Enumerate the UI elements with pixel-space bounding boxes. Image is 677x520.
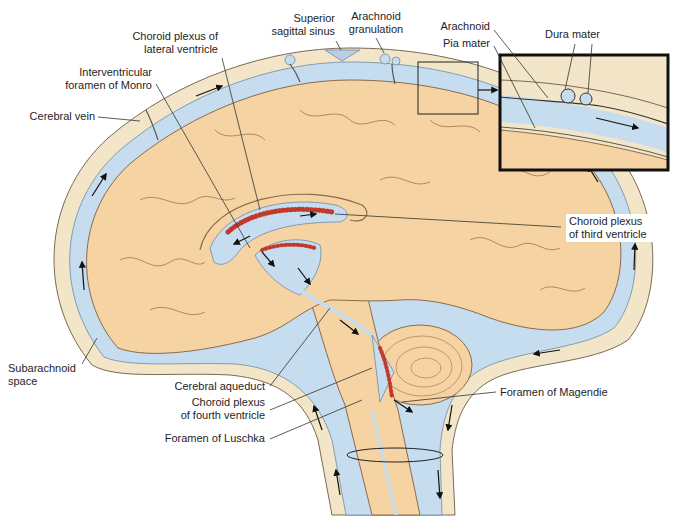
anatomy-label: Choroid plexus of fourth ventricle — [150, 396, 265, 422]
illustration-part — [494, 46, 535, 128]
anatomy-label: Subarachnoid space — [8, 362, 82, 388]
choroid-plexus — [262, 245, 315, 250]
illustration-part — [382, 336, 462, 396]
cord-ring — [347, 448, 443, 462]
illustration-part — [336, 41, 341, 50]
illustration-part — [262, 252, 274, 266]
illustration-part — [314, 406, 322, 430]
illustration-part — [270, 308, 330, 386]
granulation — [392, 57, 400, 65]
anatomy-label: Pia mater — [432, 37, 490, 50]
illustration-part — [634, 244, 635, 270]
illustration-part — [500, 80, 668, 108]
anatomy-label: Dura mater — [545, 28, 615, 41]
illustration-part — [336, 470, 340, 495]
anatomy-label: Arachnoid — [432, 20, 490, 33]
inset-locator — [418, 62, 478, 114]
illustration-part — [98, 117, 140, 121]
illustration-part — [376, 38, 384, 53]
anatomy-label: Interventricular foramen of Monro — [40, 66, 152, 92]
illustration-part — [494, 30, 548, 98]
third-ventricle — [255, 240, 321, 295]
illustration-part — [335, 214, 561, 227]
illustration-part — [300, 214, 316, 216]
cerebral-veins — [146, 64, 395, 140]
illustration-part — [92, 174, 106, 196]
sagittal-sinus — [325, 50, 360, 61]
illustration-part — [150, 307, 205, 314]
illustration-part — [588, 44, 592, 93]
anatomy-label: Choroid plexus of third ventricle — [566, 214, 668, 242]
leader-lines — [82, 30, 592, 439]
fourth-ventricle — [372, 335, 394, 402]
illustration-part — [500, 127, 668, 157]
illustration-part — [270, 368, 372, 410]
granulation — [285, 55, 295, 65]
anatomy-label: Superior sagittal sinus — [250, 12, 335, 38]
illustration-part — [300, 110, 395, 125]
illustration-part — [596, 118, 638, 128]
anatomy-label: Arachnoid granulation — [343, 10, 409, 36]
illustration-part — [270, 400, 362, 439]
illustration-part — [146, 110, 158, 140]
illustration-part — [430, 120, 480, 132]
granulation — [380, 54, 390, 64]
illustration-part — [565, 44, 575, 90]
choroid-plexus — [228, 209, 332, 232]
illustration-part — [82, 262, 84, 290]
illustration-part — [290, 64, 300, 82]
illustration-part — [380, 177, 430, 184]
anatomy-label: Choroid plexus of lateral ventricle — [118, 30, 218, 56]
illustration-part — [340, 320, 358, 334]
cerebellum-folia — [382, 336, 462, 396]
illustration-part — [561, 89, 575, 103]
aqueduct — [300, 290, 374, 338]
cerebellum — [368, 325, 472, 405]
anatomy-label: Foramen of Magendie — [500, 386, 620, 399]
illustration-part — [298, 268, 310, 284]
illustration-part — [392, 64, 395, 84]
illustration-part — [580, 93, 592, 105]
meninges-inset — [500, 55, 668, 170]
illustration-part — [500, 55, 668, 170]
illustration-part — [402, 392, 496, 402]
illustration-part — [448, 405, 452, 430]
illustration-part — [534, 350, 560, 354]
illustration-part — [156, 84, 250, 248]
illustration-part — [222, 58, 260, 210]
illustration-part — [82, 338, 97, 364]
anatomy-label: Foramen of Luschka — [150, 432, 265, 445]
anatomy-label: Cerebral aqueduct — [150, 380, 265, 393]
inset-pointer — [478, 89, 497, 90]
central-canal — [372, 410, 396, 515]
illustration-part — [540, 287, 585, 291]
illustration-part — [396, 347, 452, 387]
anatomy-label: Cerebral vein — [20, 110, 95, 123]
inset-frame — [500, 55, 668, 170]
illustration-part — [196, 86, 222, 96]
illustration-part — [234, 236, 250, 244]
choroid-plexus — [380, 348, 392, 398]
illustration-part — [411, 358, 441, 378]
illustration-part — [470, 238, 560, 250]
illustration-part — [438, 470, 440, 498]
illustration-part — [120, 258, 205, 266]
